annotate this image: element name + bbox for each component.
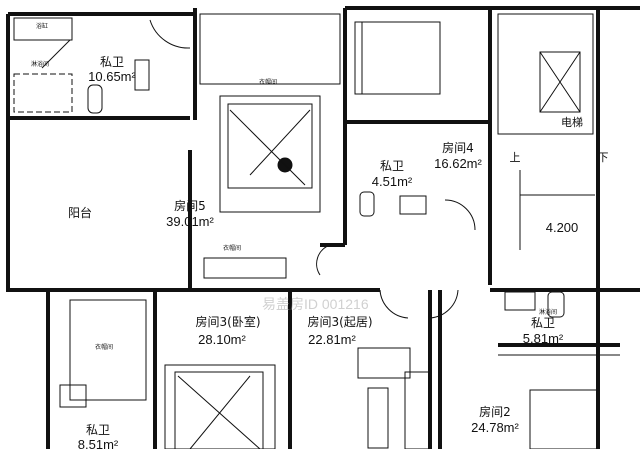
closet-label: 衣帽间 [258, 79, 278, 86]
room-name: 房间4 [442, 141, 474, 155]
room-area: 24.78m² [471, 420, 519, 435]
room-area: 39.01m² [166, 214, 214, 229]
room-name: 房间3(卧室) [195, 315, 261, 329]
closet-label: 衣帽间 [94, 344, 114, 351]
room-area: 5.81m² [522, 331, 564, 346]
room-name: 私卫 [99, 55, 125, 69]
elevation-label: 4.200 [545, 220, 579, 235]
room-area: 28.10m² [198, 332, 246, 347]
room-area: 10.65m² [88, 69, 136, 84]
elevator-label: 电梯 [561, 116, 583, 129]
room-name: 阳台 [67, 206, 93, 220]
shower-label: 淋浴间 [538, 309, 558, 316]
room-area: 22.81m² [308, 332, 356, 347]
watermark: 易盖房ID 001216 [262, 296, 369, 312]
room-area: 16.62m² [434, 156, 482, 171]
shower-label: 淋浴间 [30, 61, 50, 68]
room-name: 私卫 [379, 159, 405, 173]
bathtub-label: 浴缸 [35, 23, 49, 30]
room-area: 8.51m² [77, 437, 119, 449]
room-name: 房间5 [174, 199, 206, 213]
room-name: 私卫 [530, 316, 556, 330]
stair-down-label: 下 [597, 151, 609, 164]
room-name: 房间3(起居) [307, 315, 373, 329]
room-name: 房间2 [479, 405, 511, 419]
room-area: 4.51m² [371, 174, 413, 189]
room-name: 私卫 [85, 423, 111, 437]
details [13, 13, 620, 449]
closet-label: 衣帽间 [222, 245, 242, 252]
stair-up-label: 上 [509, 151, 521, 164]
